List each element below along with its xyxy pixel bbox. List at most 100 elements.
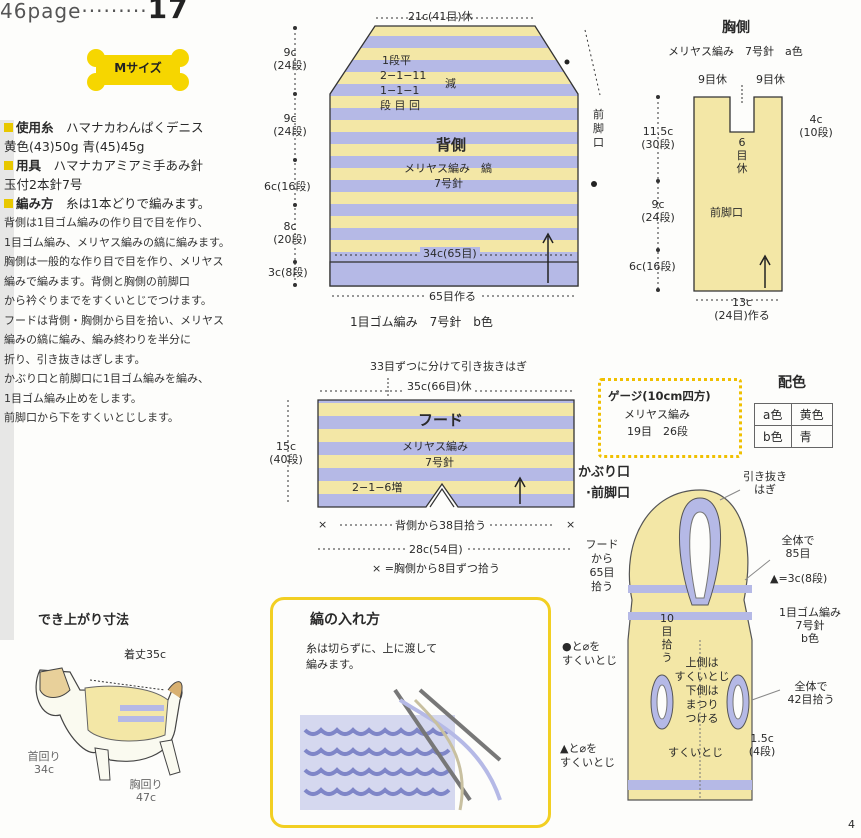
color-value: 黄色 [790, 403, 833, 426]
dog-illustration [35, 667, 183, 781]
chest-piece [656, 85, 783, 301]
hood-sub-1: メリヤス編み [402, 440, 468, 453]
back-dec-4: 段 目 回 [380, 99, 420, 112]
hood-sub-2: 7号針 [425, 456, 454, 469]
finish-note-1: ●と⌀をすくいとじ [562, 640, 617, 668]
chest-title: 胸側 [722, 20, 750, 36]
dim-rows: (30段) [641, 138, 675, 151]
dim-rows: (40段) [269, 453, 303, 466]
gauge-line-2: 19目 26段 [627, 425, 688, 438]
size-label: Mサイズ [114, 61, 162, 75]
stripe-text-1: 糸は切らずに、上に渡して [306, 642, 438, 655]
upper-5: つける [685, 712, 719, 725]
back-dec-word: 減 [445, 77, 456, 90]
upper-3: 下側は [685, 684, 719, 697]
note2-2: すくいとじ [560, 756, 615, 769]
x-mark-right: × [566, 518, 576, 531]
instruction-line: 背側は1目ゴム編みの作り目で目を作り、 [4, 216, 209, 229]
back-front-leg-1: 前 [593, 108, 604, 121]
back-dec-1: 1段平 [382, 54, 411, 67]
pull-2: はぎ [754, 483, 776, 496]
hood-pick-2: から [591, 552, 613, 565]
stripe-title: 縞の入れ方 [310, 612, 380, 628]
hood-pick-4: 拾う [591, 580, 613, 593]
chest-rest-left: 9目休 [698, 73, 727, 86]
instruction-line: 1目ゴム編み止めをします。 [4, 391, 142, 405]
total42-2: 42目拾う [787, 693, 835, 706]
note1-2: すくいとじ [562, 654, 617, 667]
back-sub-1: メリヤス編み 縞 [404, 162, 492, 175]
instruction-line: 胸側は一般的な作り目で目を作り、メリヤス [4, 255, 224, 268]
dim-value: 13c [731, 296, 753, 309]
bullet-square [4, 123, 13, 132]
hood-note: × =胸側から8目ずつ拾う [372, 562, 500, 575]
instruction-line: 前脚口から下をすくいとじします。 [4, 411, 179, 424]
color-key: a色 [754, 403, 792, 426]
page-prefix: 46page [0, 0, 82, 23]
dims-2: (4段) [748, 745, 776, 758]
instruction-line: かぶり口と前脚口に1目ゴム編みを編み、 [4, 372, 209, 385]
instruction-line: から衿ぐりまでをすくいとじでつけます。 [4, 294, 212, 307]
chest-mid-2: 目 [736, 149, 748, 162]
back-front-leg-2: 脚 [593, 122, 604, 135]
page-number: 17 [147, 0, 189, 25]
chest-right-dim: 4c(10段) [796, 113, 836, 139]
back-sub-2: 7号針 [434, 177, 463, 190]
back-dec-3: 1−1−1 [380, 84, 420, 97]
finish-title-2: ·前脚口 [586, 486, 630, 501]
hood-top-dim: 35c(66目)休 [404, 380, 475, 393]
upper-2: すくいとじ [674, 670, 730, 683]
gauge-title: ゲージ(10cm四方) [608, 389, 711, 403]
hood-pick: 背側から38目拾う [392, 519, 489, 532]
hood-width: 28c(54目) [406, 543, 466, 556]
hood-increase: 2−1−6増 [352, 481, 403, 494]
upper-4: まつり [685, 698, 719, 711]
back-front-leg-3: 口 [593, 136, 604, 149]
hood-left-dim: 15c(40段) [266, 440, 306, 466]
chest-dim-3: 6c(16段) [629, 260, 676, 273]
chest-mid-3: 休 [736, 162, 748, 175]
dim-value: 9c [283, 46, 297, 59]
total42-1: 全体で [794, 680, 828, 693]
back-dim-2: 9c(24段) [270, 112, 310, 138]
finish-pull: 引き抜きはぎ [740, 470, 790, 496]
stripe-text-2: 編みます。 [306, 658, 360, 671]
hood-pick-1: フード [585, 538, 619, 551]
pick10-1: 10 [660, 612, 674, 625]
dim-value: 9c [651, 198, 665, 211]
dim-rows: (24段) [641, 211, 675, 224]
chest-sub: メリヤス編み 7号針 a色 [668, 45, 803, 58]
chest-mid-1: 6 [738, 136, 746, 149]
rib-2: 7号針 [795, 619, 825, 632]
dim-value: 4c [809, 113, 823, 126]
instruction-line: 折り、引き抜きはぎします。 [4, 352, 146, 366]
rib-1: 1目ゴム編み [779, 606, 841, 619]
dim-rows: (20段) [273, 233, 307, 246]
back-dim-4: 8c(20段) [270, 220, 310, 246]
back-dim-1: 9c(24段) [270, 46, 310, 72]
back-piece [293, 17, 601, 297]
page-header: 46page·········17 [0, 0, 189, 23]
neck-1: 首回り [27, 750, 61, 763]
yarn-colors: 黄色(43)50g 青(45)45g [4, 139, 145, 154]
hood-pick-3: 65目 [589, 566, 615, 579]
method-label: 編み方 [16, 196, 54, 211]
dim-value: 15c [275, 440, 297, 453]
chest-rest-right: 9目休 [756, 73, 785, 86]
back-title: 背側 [436, 136, 467, 154]
color-row: a色黄色 [754, 403, 833, 426]
hood-top-note: 33目ずつに分けて引き抜きはぎ [370, 360, 527, 373]
instruction-line: 編みの縞に編み、編み終わりを半分に [4, 333, 191, 346]
finish-triangle: ▲=3c(8段) [770, 572, 828, 585]
method-text: 糸は1本どりで編みます。 [66, 196, 211, 211]
back-rib: 1目ゴム編み 7号針 b色 [350, 315, 493, 329]
bullet-square [4, 199, 13, 208]
finished-length: 着丈35c [124, 648, 167, 661]
gauge-box [598, 378, 742, 458]
hood-title: フード [418, 411, 464, 429]
pick10-2: 目 [661, 625, 673, 638]
color-key: b色 [754, 425, 792, 448]
